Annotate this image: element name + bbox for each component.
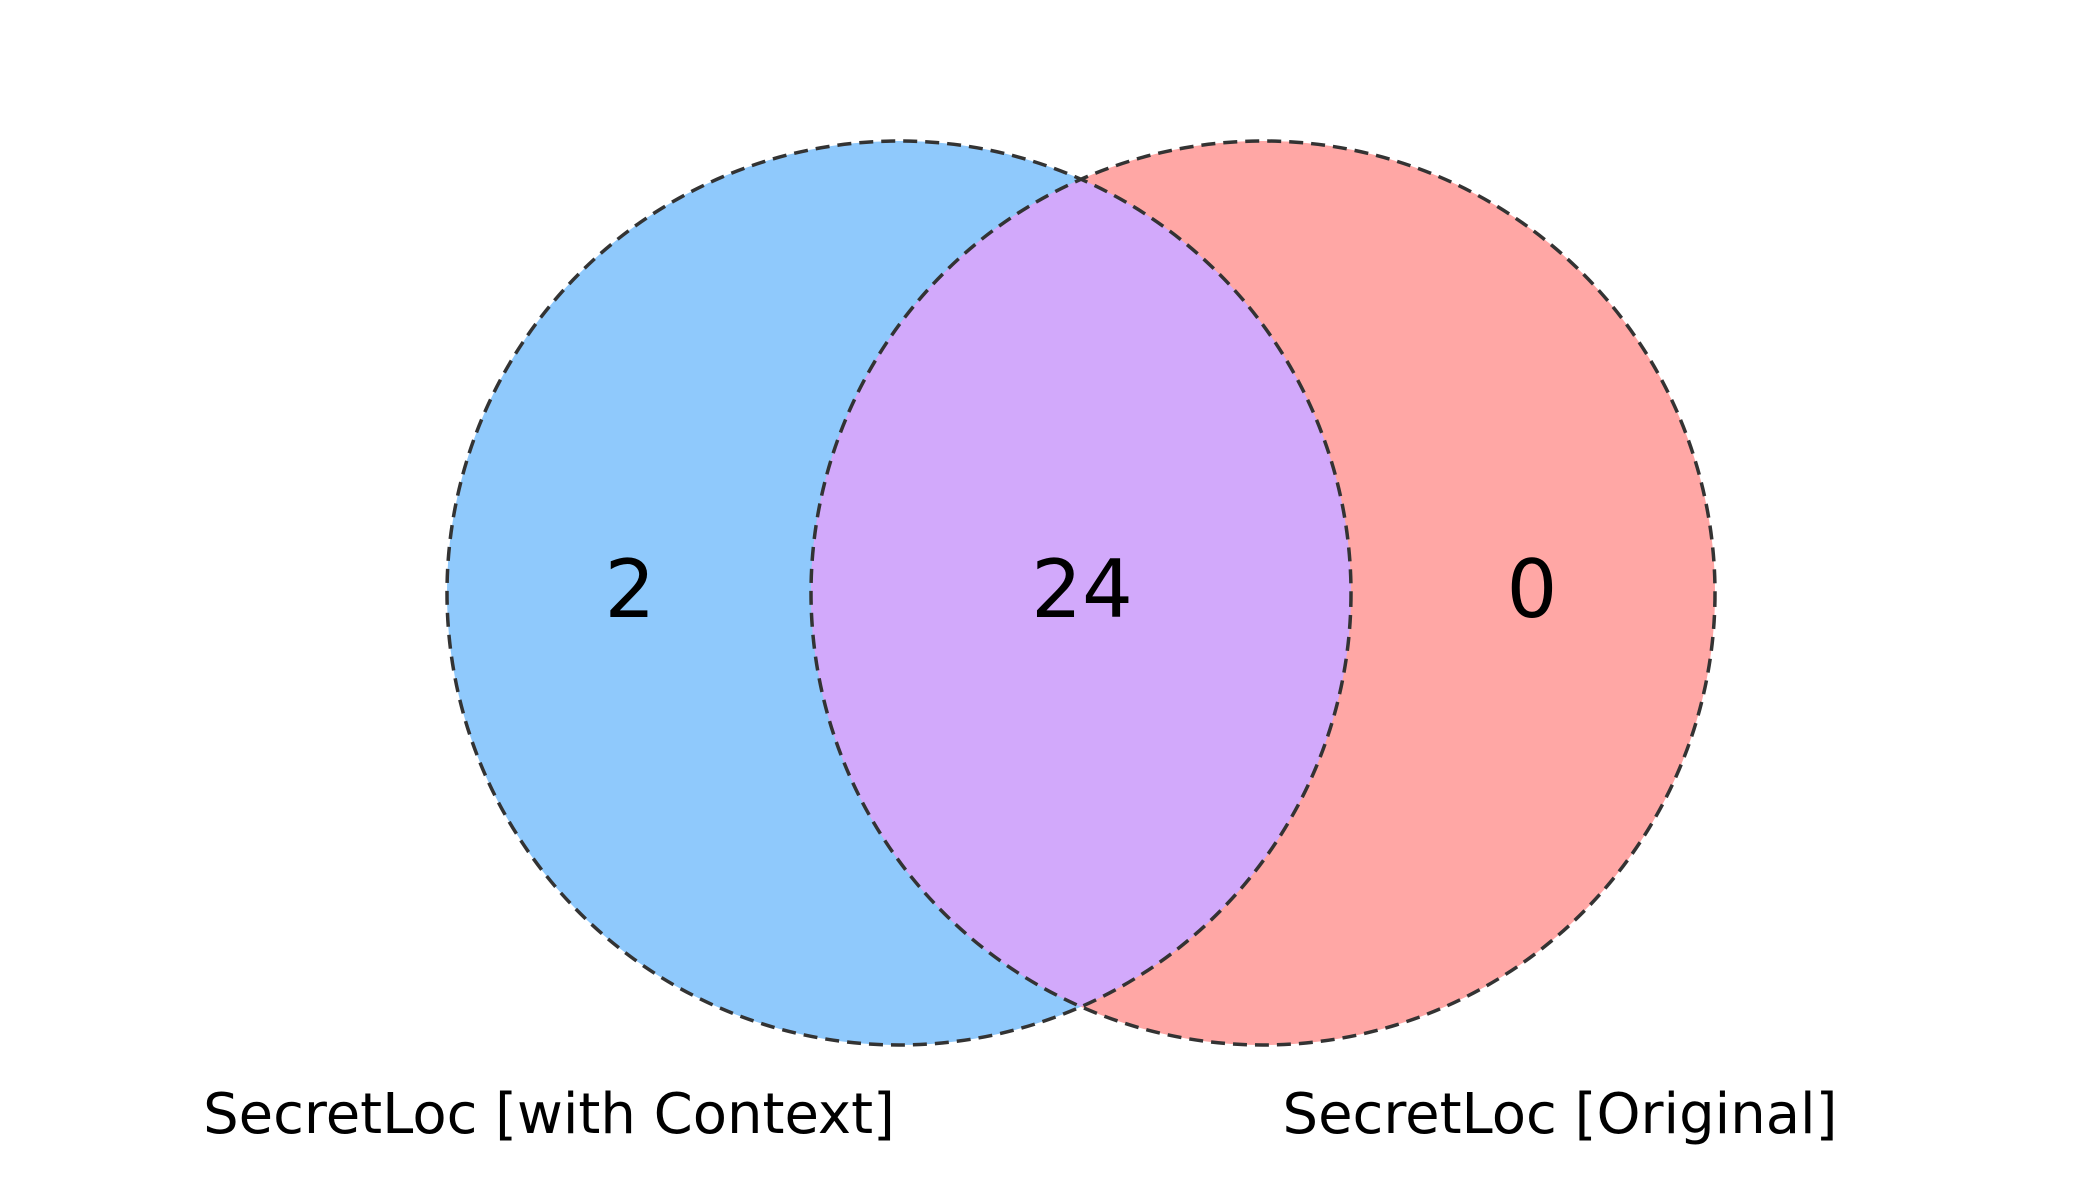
left-set-circle-outline [445,139,1353,1047]
right-only-count: 0 [1507,543,1558,636]
right-set-circle-outline [809,139,1717,1047]
left-set-label: SecretLoc [with Context] [203,1082,895,1147]
right-set-label: SecretLoc [Original] [1283,1082,1838,1147]
intersection-region-fill [811,141,1351,1045]
left-only-count: 2 [605,543,656,636]
intersection-count: 24 [1031,543,1133,636]
